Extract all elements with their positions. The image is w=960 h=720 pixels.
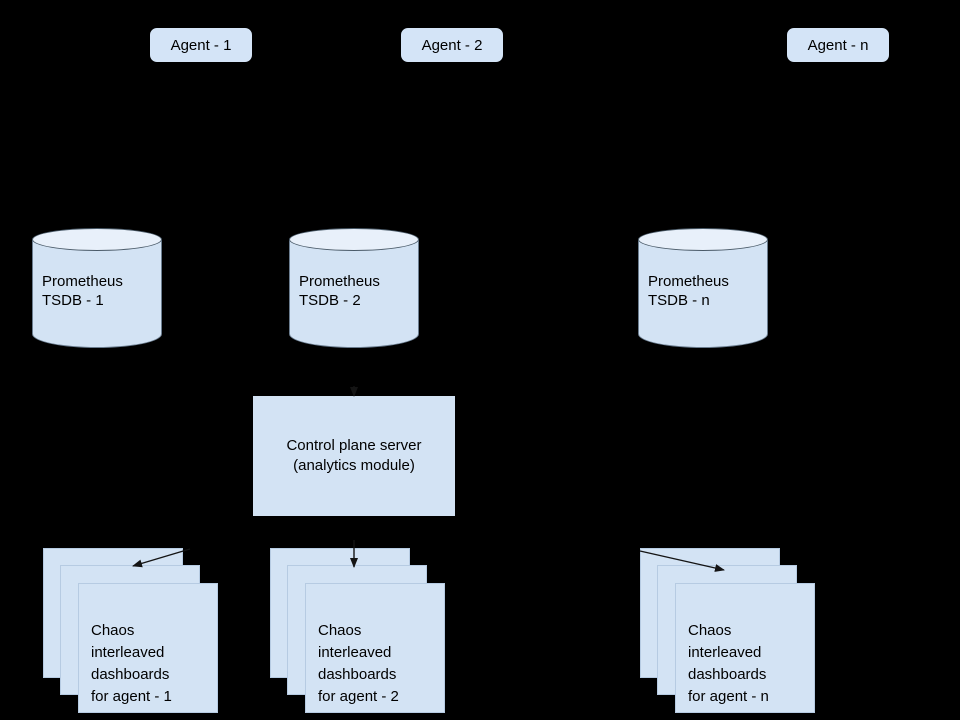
- cylinder-body-icon: [32, 239, 162, 348]
- agent-node-n[interactable]: Agent - n: [787, 28, 889, 62]
- cylinder-top-icon: [289, 228, 419, 251]
- agent-node-1[interactable]: Agent - 1: [150, 28, 252, 62]
- cylinder-top-icon: [638, 228, 768, 251]
- control-plane-server-label: Control plane server (analytics module): [286, 437, 422, 474]
- stack-card-front-icon: [78, 583, 218, 713]
- agent-node-1-label: Agent - 1: [170, 36, 232, 54]
- agent-node-2-label: Agent - 2: [421, 36, 483, 54]
- prometheus-tsdb-n-label: Prometheus TSDB - n: [648, 273, 729, 309]
- stack-card-front-icon: [675, 583, 815, 713]
- control-plane-server-node[interactable]: Control plane server (analytics module): [253, 396, 455, 516]
- dashboard-stack-agent-1[interactable]: Chaos interleaved dashboards for agent -…: [43, 548, 218, 713]
- dashboard-stack-agent-n-label: Chaos interleaved dashboards for agent -…: [688, 622, 769, 705]
- dashboard-stack-agent-1-label: Chaos interleaved dashboards for agent -…: [91, 622, 172, 705]
- dashboard-stack-agent-2[interactable]: Chaos interleaved dashboards for agent -…: [270, 548, 445, 713]
- dashboard-stack-agent-2-label: Chaos interleaved dashboards for agent -…: [318, 622, 399, 705]
- dashboard-stack-agent-n[interactable]: Chaos interleaved dashboards for agent -…: [640, 548, 815, 713]
- cylinder-top-icon: [32, 228, 162, 251]
- cylinder-body-icon: [638, 239, 768, 348]
- agent-node-n-label: Agent - n: [807, 36, 869, 54]
- prometheus-tsdb-1[interactable]: Prometheus TSDB - 1: [32, 228, 162, 348]
- prometheus-tsdb-2-label: Prometheus TSDB - 2: [299, 273, 380, 309]
- prometheus-tsdb-2[interactable]: Prometheus TSDB - 2: [289, 228, 419, 348]
- agent-node-2[interactable]: Agent - 2: [401, 28, 503, 62]
- cylinder-body-icon: [289, 239, 419, 348]
- stack-card-front-icon: [305, 583, 445, 713]
- prometheus-tsdb-n[interactable]: Prometheus TSDB - n: [638, 228, 768, 348]
- prometheus-tsdb-1-label: Prometheus TSDB - 1: [42, 273, 123, 309]
